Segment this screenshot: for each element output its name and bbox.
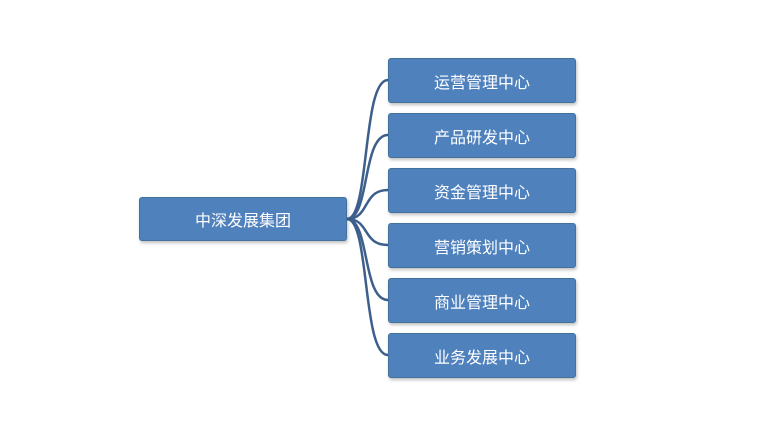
root-node: 中深发展集团 bbox=[139, 197, 347, 241]
connector-to-child-6 bbox=[346, 217, 389, 357]
child-node-5: 商业管理中心 bbox=[388, 278, 576, 323]
child-node-4: 营销策划中心 bbox=[388, 223, 576, 268]
connector-to-child-3 bbox=[346, 188, 389, 221]
child-node-2: 产品研发中心 bbox=[388, 113, 576, 158]
child-node-6: 业务发展中心 bbox=[388, 333, 576, 378]
child-node-3: 资金管理中心 bbox=[388, 168, 576, 213]
child-node-1: 运营管理中心 bbox=[388, 58, 576, 103]
connector-to-child-1 bbox=[346, 78, 389, 221]
connector-to-child-2 bbox=[346, 133, 389, 221]
